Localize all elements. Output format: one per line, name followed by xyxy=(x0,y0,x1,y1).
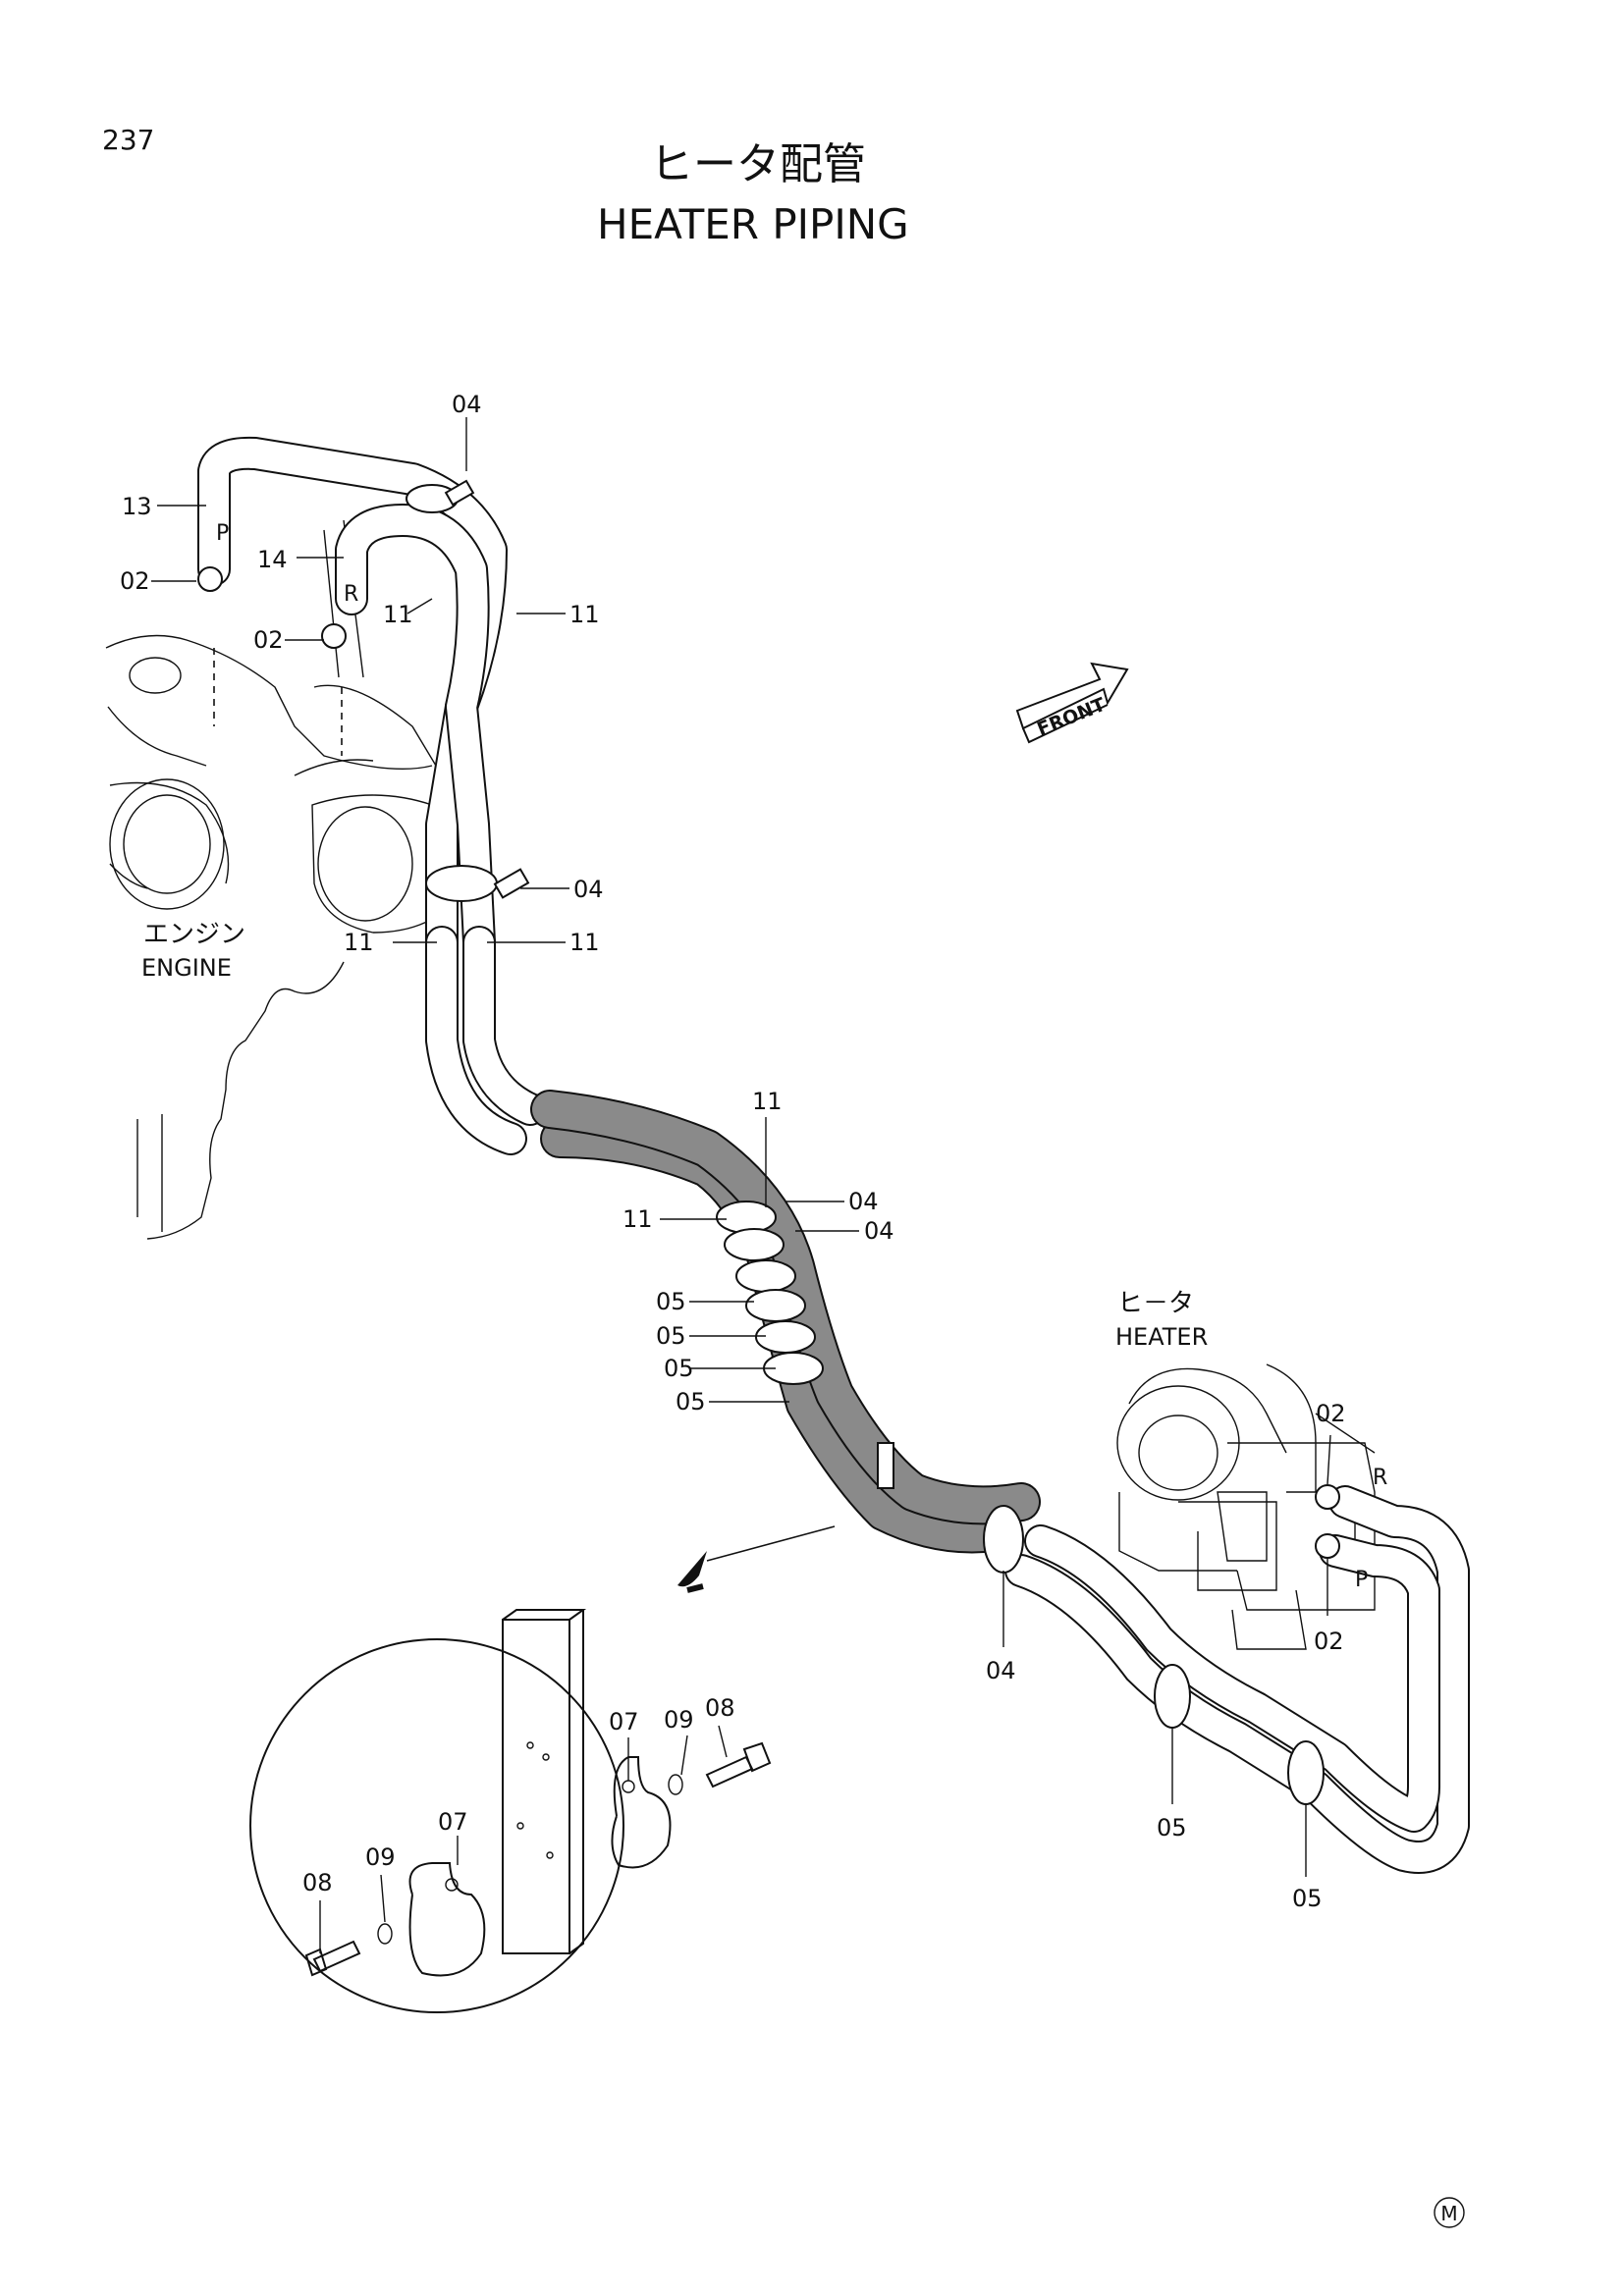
callout-11: 11 xyxy=(569,929,600,956)
callout-04: 04 xyxy=(452,391,482,418)
title-english: HEATER PIPING xyxy=(597,200,909,248)
engine-outline xyxy=(105,519,464,1240)
callout-05: 05 xyxy=(676,1388,706,1415)
callout-05: 05 xyxy=(1157,1814,1187,1842)
heater-pipes-lower xyxy=(1004,1485,1470,1874)
callout-09: 09 xyxy=(664,1706,694,1734)
callout-04: 04 xyxy=(573,876,604,903)
callout-05: 05 xyxy=(664,1355,694,1382)
heater-label-jp: ヒ－タ xyxy=(1117,1289,1194,1318)
callout-04: 04 xyxy=(986,1657,1016,1684)
callout-04: 04 xyxy=(864,1217,894,1245)
callout-09: 09 xyxy=(365,1843,396,1871)
mark-letter: M xyxy=(1440,2202,1457,2225)
detail-view xyxy=(249,1525,836,2013)
callout-13: 13 xyxy=(122,493,152,520)
heater-label-en: HEATER xyxy=(1115,1323,1208,1351)
callout-05: 05 xyxy=(1292,1885,1323,1912)
port-letters: P R R P xyxy=(216,521,1387,1592)
front-direction-arrow: FRONT xyxy=(1015,662,1129,744)
title-japanese: ヒータ配管 xyxy=(650,139,866,189)
callout-02: 02 xyxy=(253,626,284,654)
callout-07: 07 xyxy=(438,1808,468,1836)
callout-05: 05 xyxy=(656,1322,686,1350)
callout-11: 11 xyxy=(569,601,600,628)
callout-11: 11 xyxy=(623,1205,653,1233)
callout-numbers: 04 13 14 02 02 11 11 04 11 11 11 04 11 0… xyxy=(120,391,1346,1912)
engine-label-jp: エンジン xyxy=(143,920,245,949)
port-p-label: P xyxy=(216,521,229,546)
callout-05: 05 xyxy=(656,1288,686,1315)
page-number: 237 xyxy=(102,124,154,156)
callout-11: 11 xyxy=(752,1088,783,1115)
callout-04: 04 xyxy=(848,1188,879,1215)
callout-11: 11 xyxy=(344,929,374,956)
hose-bands xyxy=(197,566,1340,1559)
port-r-label: R xyxy=(1373,1466,1387,1490)
callout-08: 08 xyxy=(302,1869,333,1896)
port-p-label: P xyxy=(1355,1568,1368,1592)
callout-14: 14 xyxy=(257,546,288,573)
engine-label-en: ENGINE xyxy=(141,954,232,982)
mark-circle xyxy=(1434,2197,1465,2228)
callout-08: 08 xyxy=(705,1694,735,1722)
callout-leaders xyxy=(151,417,1331,1877)
callout-11: 11 xyxy=(383,601,413,628)
callout-02: 02 xyxy=(1316,1400,1346,1427)
callout-02: 02 xyxy=(120,567,150,595)
callout-07: 07 xyxy=(609,1708,639,1735)
callout-02: 02 xyxy=(1314,1628,1344,1655)
port-r-label: R xyxy=(344,582,358,607)
hose-clamps xyxy=(406,479,1325,1805)
heater-pipes-upper xyxy=(197,436,508,959)
